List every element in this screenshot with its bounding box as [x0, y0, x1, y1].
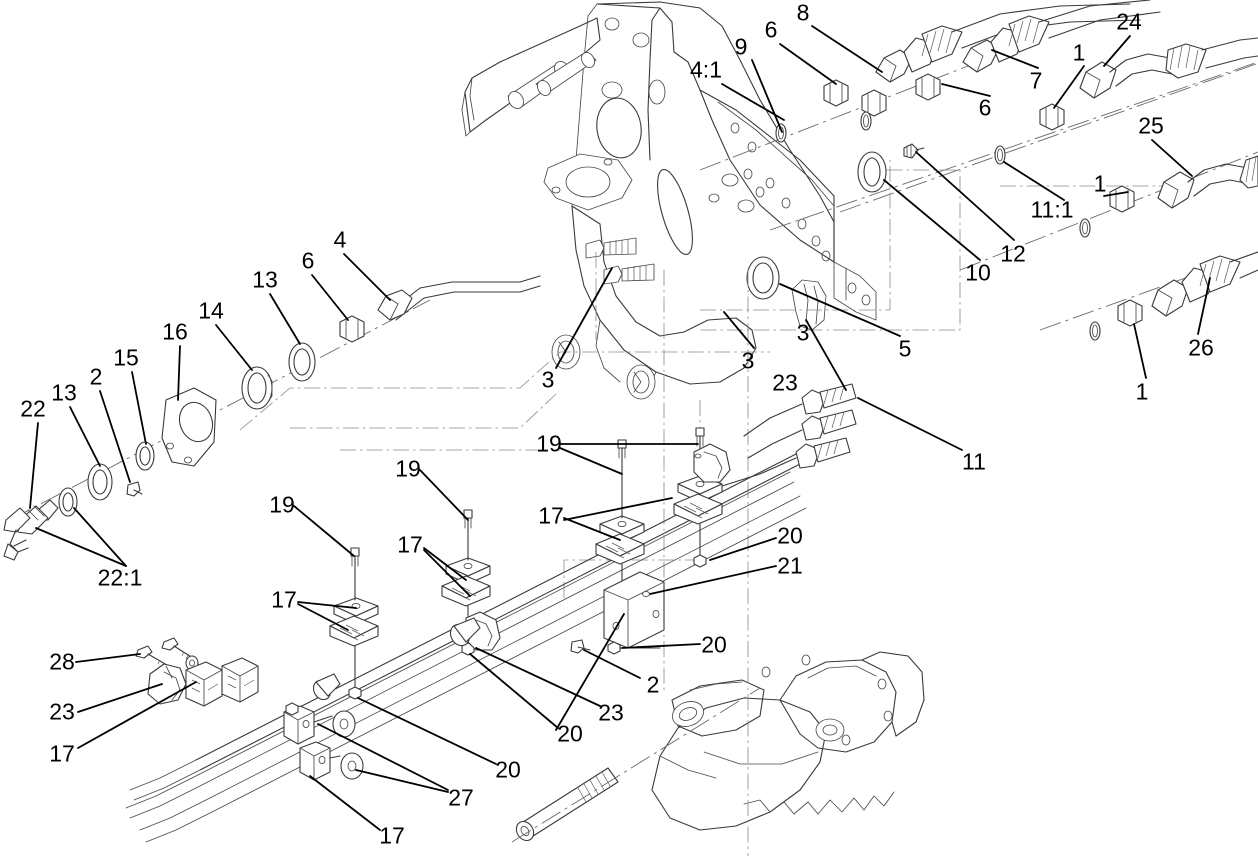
hex-nut-1c — [1117, 299, 1143, 327]
gearbox-assembly — [511, 651, 925, 843]
fitting-12 — [903, 143, 925, 159]
hose-fitting-26 — [1151, 251, 1258, 317]
callout-2: 2 — [89, 363, 103, 390]
callout-23: 23 — [772, 369, 798, 396]
callout-7: 7 — [1029, 67, 1043, 94]
hex-nut-6b — [915, 73, 941, 101]
elbow-fitting-22 — [3, 499, 59, 561]
callout-19: 19 — [536, 430, 562, 457]
hose-elbow-25 — [1157, 155, 1258, 209]
callout-17: 17 — [538, 502, 564, 529]
callout-20: 20 — [777, 522, 803, 549]
callout-10: 10 — [965, 259, 991, 286]
callout-4-1: 4:1 — [690, 56, 722, 83]
callout-19: 19 — [269, 491, 295, 518]
callout-6: 6 — [978, 94, 992, 121]
callout-11: 11 — [962, 448, 986, 475]
callout-28: 28 — [49, 648, 75, 675]
callout-27: 27 — [448, 784, 474, 811]
machine-frame — [461, 1, 877, 400]
callout-19: 19 — [395, 455, 421, 482]
callout-6: 6 — [301, 247, 315, 274]
hose-fittings-upper-right — [775, 0, 1258, 341]
hose-elbow-24 — [1079, 37, 1258, 99]
callout-1: 1 — [1072, 39, 1086, 66]
callout-11-1: 11:1 — [1030, 196, 1074, 223]
callout-20: 20 — [495, 756, 521, 783]
callout-8: 8 — [796, 0, 810, 26]
callout-20: 20 — [701, 631, 727, 658]
hex-nut-1a — [1039, 103, 1065, 131]
callout-1: 1 — [1093, 170, 1107, 197]
hex-nut-1b — [1109, 185, 1135, 213]
callout-23: 23 — [598, 699, 624, 726]
callout-3: 3 — [741, 347, 755, 374]
callout-14: 14 — [198, 297, 224, 324]
callout-20: 20 — [557, 720, 583, 747]
callout-5: 5 — [898, 335, 912, 362]
callout-26: 26 — [1188, 334, 1214, 361]
hose-end-11c — [721, 437, 851, 487]
callout-4: 4 — [333, 226, 347, 253]
hex-nut-6a — [823, 79, 849, 107]
callout-25: 25 — [1138, 112, 1164, 139]
bottom-left-clamp-detail — [135, 637, 259, 707]
callout-3: 3 — [541, 366, 555, 393]
callout-9: 9 — [734, 33, 748, 60]
callout-17: 17 — [379, 822, 405, 849]
bracket-21 — [570, 571, 665, 655]
callout-17: 17 — [271, 586, 297, 613]
leader-lines — [29, 25, 1211, 831]
bolt-2-left — [126, 481, 143, 497]
callout-17: 17 — [397, 531, 423, 558]
hose-bundle — [125, 383, 857, 843]
callout-6: 6 — [764, 16, 778, 43]
callout-13: 13 — [51, 379, 77, 406]
hose-end-11b — [747, 409, 857, 459]
callout-13: 13 — [252, 266, 278, 293]
callout-2: 2 — [646, 671, 660, 698]
callout-22: 22 — [20, 395, 46, 422]
callout-22-1: 22:1 — [97, 564, 143, 591]
callout-15: 15 — [113, 344, 139, 371]
callout-3: 3 — [796, 319, 810, 346]
callout-24: 24 — [1116, 8, 1142, 35]
clamp-group-a — [329, 547, 379, 700]
callout-1: 1 — [1135, 378, 1149, 405]
callout-16: 16 — [162, 318, 188, 345]
hose-end-11a — [743, 383, 857, 437]
clamp-group-d — [673, 427, 731, 568]
callout-23: 23 — [49, 698, 75, 725]
hose-fitting-8 — [875, 3, 1141, 83]
callout-17: 17 — [49, 740, 75, 767]
callout-21: 21 — [777, 552, 803, 579]
callout-12: 12 — [1000, 240, 1026, 267]
hex-nut-10 — [861, 89, 887, 117]
